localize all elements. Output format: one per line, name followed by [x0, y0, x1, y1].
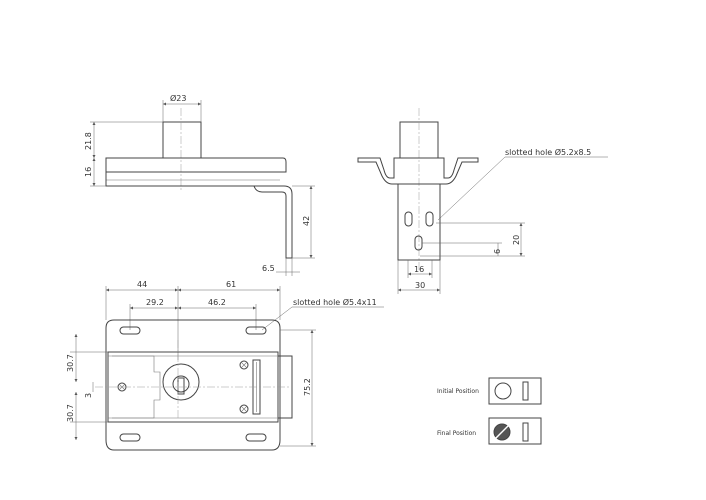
initial-circle-icon: [494, 382, 512, 400]
final-bar-icon: [522, 422, 529, 442]
dim-21-8: 21.8: [84, 132, 93, 150]
slot-note-side: slotted hole Ø5.2x8.5: [505, 147, 591, 157]
dim-30: 30: [415, 281, 425, 290]
dim-diameter-23: Ø23: [170, 93, 186, 103]
dim-6: 6: [493, 249, 502, 254]
dim-75-2: 75.2: [303, 378, 312, 396]
leader-slot-side: [437, 156, 506, 221]
bolt: [278, 355, 293, 419]
dim-6-5: 6.5: [262, 264, 275, 273]
flange-plate: [105, 157, 287, 173]
dim-16: 16: [84, 167, 93, 177]
final-position-label: Final Position: [437, 430, 476, 437]
dim-42: 42: [302, 216, 311, 226]
screw-left-x: [119, 384, 125, 390]
dim-29-2: 29.2: [146, 298, 164, 307]
dim-46-2: 46.2: [208, 298, 226, 307]
side-wings: [357, 157, 479, 185]
dim-30-7-top: 30.7: [66, 354, 75, 372]
dim-20: 20: [512, 235, 521, 245]
front-slot-tl: [119, 326, 141, 335]
bracket-profile: [253, 185, 293, 259]
side-slot-3: [414, 235, 423, 251]
front-slot-tr: [245, 326, 267, 335]
dim-61: 61: [226, 280, 236, 289]
side-bracket: [397, 183, 441, 261]
front-plate: [105, 319, 281, 451]
final-strike-icon: [493, 421, 513, 441]
cylinder-inner: [172, 375, 190, 393]
front-slot-br: [245, 433, 267, 442]
position-legend: Initial Position Final Position: [437, 377, 542, 445]
side-slot-2: [425, 211, 434, 227]
initial-bar-icon: [522, 381, 529, 401]
dim-3: 3: [84, 393, 93, 398]
initial-position-box: [488, 377, 542, 405]
dim-30-7-bottom: 30.7: [66, 404, 75, 422]
screw-br-x: [241, 406, 247, 412]
front-slot-bl: [119, 433, 141, 442]
flange-lower-edge: [105, 172, 254, 187]
dim-16-side: 16: [414, 265, 424, 274]
initial-position-label: Initial Position: [437, 388, 479, 395]
screw-br: [239, 404, 249, 414]
cylinder-outer: [162, 363, 200, 401]
screw-tr-x: [241, 362, 247, 368]
slot-note-front: slotted hole Ø5.4x11: [293, 297, 377, 307]
shaft-outline: [162, 121, 202, 159]
front-view: 44 61 29.2 46.2 slotted hole Ø5.4x11: [66, 280, 384, 451]
screw-tr: [239, 360, 249, 370]
left-inset: [112, 355, 161, 419]
top-view: Ø23 21.8 16 42 6.5: [84, 93, 315, 276]
side-view: slotted hole Ø5.2x8.5 20 6 16 30: [357, 108, 608, 294]
side-slot-1: [404, 211, 413, 227]
leader-slot-front: [261, 306, 293, 331]
final-position-box: [488, 417, 542, 445]
dim-44: 44: [137, 280, 147, 289]
lock-housing: [107, 351, 279, 423]
